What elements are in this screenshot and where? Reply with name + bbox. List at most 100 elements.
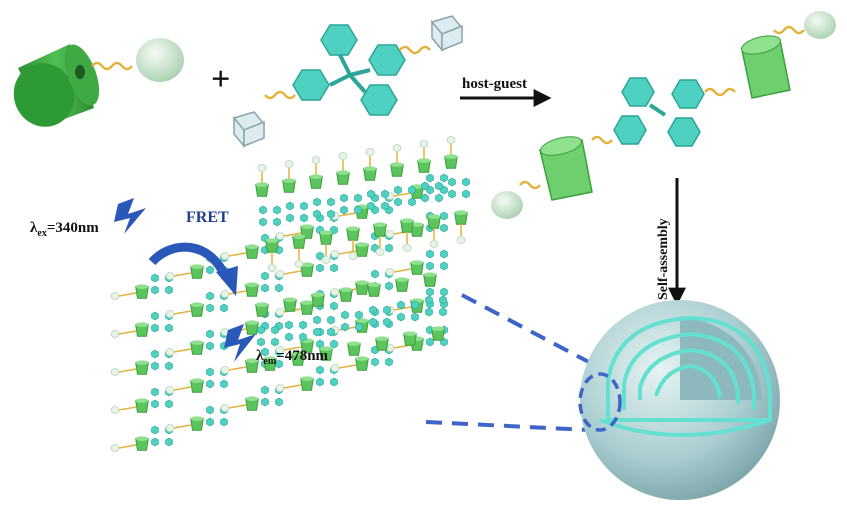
tpe-hexagon <box>273 205 281 215</box>
tpe-hexagon <box>271 337 279 347</box>
ball-icon <box>446 136 456 144</box>
tpe-hexagon <box>440 173 448 183</box>
tpe-hexagon <box>369 305 377 315</box>
tpe-hexagon <box>383 317 391 327</box>
tpe-hexagon <box>330 225 338 235</box>
tpe-hexagon <box>261 397 269 407</box>
tpe-hexagon <box>206 379 214 389</box>
tpe-hexagon <box>330 339 338 349</box>
tpe-hexagon <box>313 327 321 337</box>
ball-icon <box>385 230 395 238</box>
zoom-dashed-lines <box>425 293 601 432</box>
ball-icon <box>348 252 358 260</box>
tpe-hexagon <box>394 185 402 195</box>
ball-icon <box>275 270 285 278</box>
plus-sign: + <box>211 61 230 98</box>
ball-icon <box>365 148 375 156</box>
tpe-hexagon <box>330 263 338 273</box>
ball-icon <box>220 252 230 260</box>
tpe-hexagon <box>165 323 173 333</box>
ball-icon <box>110 406 120 414</box>
ball-icon <box>165 424 175 432</box>
tpe-hexagon <box>426 287 434 297</box>
tpe-hexagon <box>411 312 419 322</box>
tpe-hexagon <box>425 307 433 317</box>
ball-icon <box>220 404 230 412</box>
tpe-hexagon <box>385 357 393 367</box>
ball-icon <box>402 244 412 252</box>
tpe-hexagon <box>440 249 448 259</box>
adamantane-cage-icon <box>430 15 464 53</box>
ball-icon <box>330 250 340 258</box>
tpe-hexagon <box>355 322 363 332</box>
tpe-hexagon <box>261 347 269 357</box>
tpe-hexagon <box>151 311 159 321</box>
tpe-hexagon <box>354 205 362 215</box>
tpe-hexagon <box>271 325 279 335</box>
tpe-hexagon <box>220 417 228 427</box>
ball-icon <box>275 308 285 316</box>
tpe-hexagon <box>440 287 448 297</box>
tpe-hexagon <box>313 197 321 207</box>
ball-icon <box>456 236 466 244</box>
ball-icon <box>392 144 402 152</box>
tpe-hexagon <box>397 300 405 310</box>
tpe-hexagon <box>316 251 324 261</box>
tpe-hexagon <box>371 269 379 279</box>
tpe-hexagon <box>286 201 294 211</box>
ball-icon <box>429 240 439 248</box>
tpe-hexagon <box>165 361 173 371</box>
tpe-hexagon <box>313 315 321 325</box>
tpe-hexagon <box>462 189 470 199</box>
tpe-hexagon <box>275 283 283 293</box>
tpe-hexagon <box>151 361 159 371</box>
ball-icon <box>275 384 285 392</box>
fret-label: FRET <box>186 209 229 226</box>
tpe-guest-molecule <box>264 24 431 116</box>
tpe-hexagon <box>206 303 214 313</box>
ball-icon <box>321 256 331 264</box>
tpe-hexagon <box>385 243 393 253</box>
ball-icon <box>165 310 175 318</box>
ball-icon <box>330 288 340 296</box>
tpe-hexagon <box>151 387 159 397</box>
tpe-hexagon <box>340 205 348 215</box>
vesicle-sphere <box>578 300 780 500</box>
tpe-hexagon <box>408 185 416 195</box>
ball-icon <box>338 152 348 160</box>
tpe-hexagon <box>381 201 389 211</box>
tpe-hexagon <box>425 295 433 305</box>
tpe-hexagon <box>316 263 324 273</box>
tpe-hexagon <box>448 189 456 199</box>
ball-icon <box>284 160 294 168</box>
tpe-hexagon <box>220 303 228 313</box>
tpe-hexagon <box>206 367 214 377</box>
ball-icon <box>419 140 429 148</box>
ball-icon <box>110 292 120 300</box>
tpe-hexagon <box>397 312 405 322</box>
tpe-hexagon <box>440 261 448 271</box>
tpe-hexagon <box>206 341 214 351</box>
ball-icon <box>220 366 230 374</box>
tpe-hexagon <box>151 285 159 295</box>
excitation-wavelength-label: λex=340nm <box>30 220 99 239</box>
tpe-hexagon <box>259 217 267 227</box>
host-guest-label: host-guest <box>462 76 527 92</box>
tpe-hexagon <box>261 283 269 293</box>
tpe-hexagon <box>448 177 456 187</box>
tpe-hexagon <box>165 437 173 447</box>
tpe-hexagon <box>367 189 375 199</box>
tpe-hexagon <box>165 399 173 409</box>
tpe-hexagon <box>426 261 434 271</box>
tpe-hexagon <box>327 209 335 219</box>
ball-icon <box>267 264 277 272</box>
tpe-hexagon <box>285 332 293 342</box>
tpe-hexagon <box>408 197 416 207</box>
ball-icon <box>110 330 120 338</box>
self-assembly-label: Self-assembly <box>656 218 671 300</box>
ball-icon <box>275 232 285 240</box>
tpe-hexagon <box>439 295 447 305</box>
tpe-hexagon <box>440 223 448 233</box>
tpe-hexagon <box>257 325 265 335</box>
tpe-hexagon <box>285 320 293 330</box>
